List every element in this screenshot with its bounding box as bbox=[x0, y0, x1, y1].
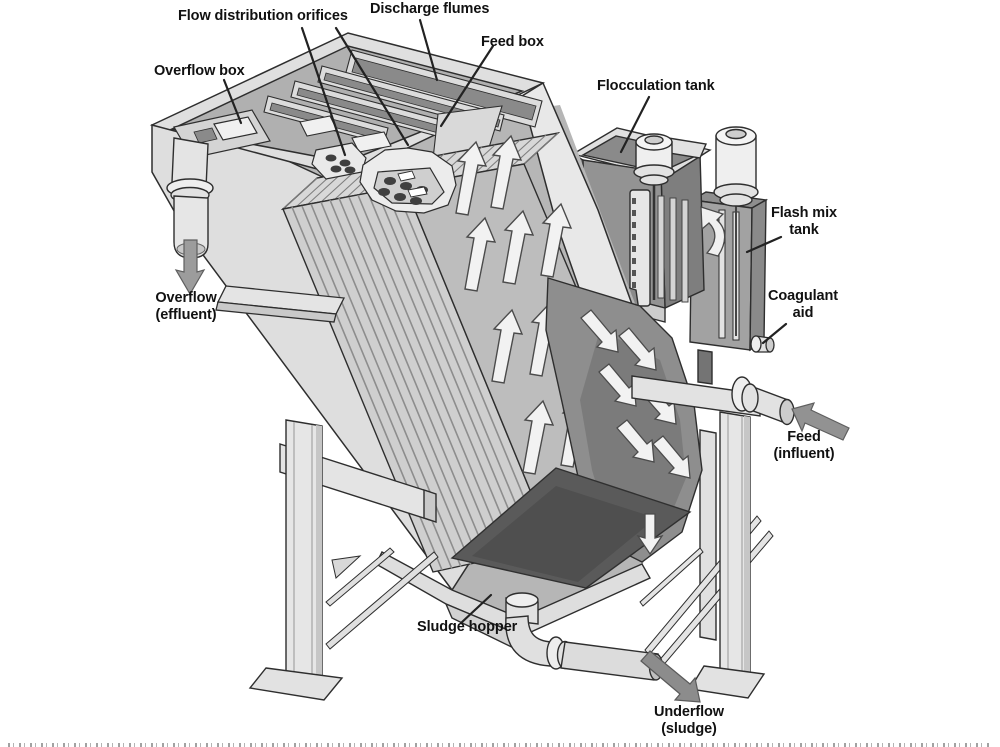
label-flash-mix-tank: Flash mix tank bbox=[771, 205, 837, 239]
leader-flocculation-tank bbox=[619, 95, 651, 154]
label-discharge-flumes: Discharge flumes bbox=[370, 1, 490, 17]
label-coagulant-aid: Coagulant aid bbox=[768, 288, 838, 322]
cropped-caption-artifact bbox=[8, 743, 992, 747]
left-wall-bracket bbox=[215, 285, 346, 323]
label-flow-distribution-orifices: Flow distribution orifices bbox=[178, 8, 348, 24]
left-front-leg bbox=[248, 419, 344, 701]
flash-mix-flow-arrow bbox=[700, 206, 726, 257]
leader-coagulant-aid bbox=[761, 322, 788, 345]
overflow-effluent-arrow bbox=[174, 239, 206, 296]
leader-discharge-flumes bbox=[418, 18, 439, 82]
feed-pipe bbox=[731, 376, 795, 426]
label-underflow-sludge: Underflow (sludge) bbox=[654, 704, 724, 738]
overflow-pipe bbox=[166, 137, 214, 259]
label-flocculation-tank: Flocculation tank bbox=[597, 78, 715, 94]
leader-lines bbox=[222, 18, 788, 625]
flocculation-mixer-motor bbox=[633, 133, 707, 186]
label-sludge-hopper: Sludge hopper bbox=[417, 619, 518, 635]
feed-influent-arrow bbox=[791, 402, 850, 441]
leader-sludge-hopper bbox=[459, 593, 493, 625]
underflow-pipe bbox=[505, 592, 664, 681]
coagulant-aid-port bbox=[750, 335, 775, 353]
leader-orifices-2 bbox=[334, 26, 410, 147]
leader-flash-mix-tank bbox=[745, 235, 783, 254]
leader-overflow-box bbox=[222, 78, 243, 125]
diagonal-braces-left bbox=[325, 547, 439, 650]
label-overflow-effluent: Overflow (effluent) bbox=[155, 290, 217, 324]
sludge-pit bbox=[450, 467, 692, 589]
label-overflow-box: Overflow box bbox=[154, 63, 245, 79]
label-feed-influent: Feed (influent) bbox=[773, 429, 835, 463]
tank-support-beam bbox=[631, 375, 761, 417]
baffle-slots bbox=[632, 198, 636, 300]
leader-orifices-1 bbox=[300, 26, 347, 157]
leader-feed-box bbox=[439, 44, 495, 128]
label-feed-box: Feed box bbox=[481, 34, 544, 50]
plate-stripes bbox=[291, 187, 547, 571]
flash-mix-motor bbox=[713, 126, 759, 207]
underflow-sludge-arrow bbox=[640, 650, 701, 703]
flow-distribution-orifices-center-housing bbox=[359, 147, 457, 214]
